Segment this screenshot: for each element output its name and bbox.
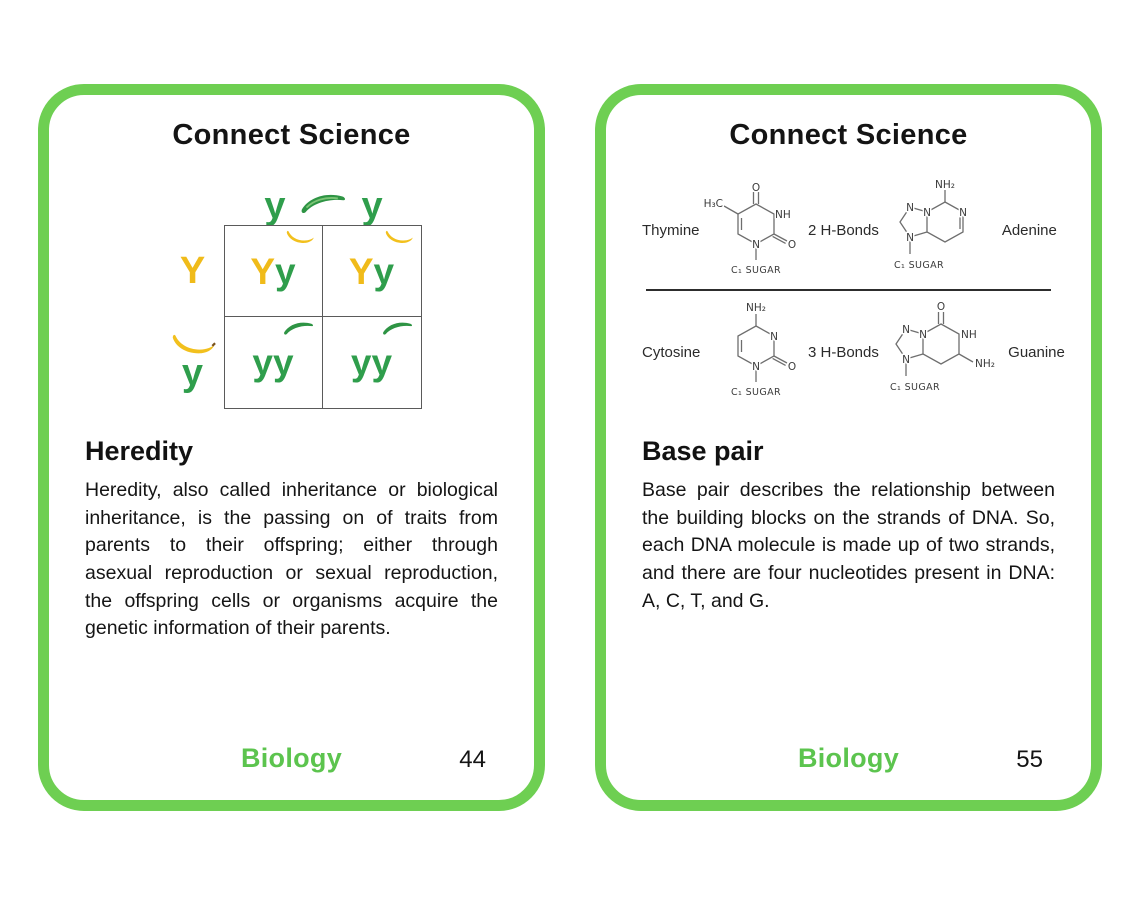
subject-label: Biology: [797, 743, 900, 773]
card-number: 55: [1016, 746, 1043, 773]
svg-text:N: N: [752, 361, 760, 373]
card-title: Connect Science: [172, 119, 411, 151]
banana-icon: [286, 230, 314, 243]
svg-text:O: O: [788, 239, 796, 251]
pea-pod-icon: [382, 322, 412, 335]
svg-text:O: O: [788, 361, 796, 373]
top-allele: y: [361, 185, 383, 227]
svg-text:N: N: [770, 331, 778, 343]
allele-letter: y: [252, 342, 273, 383]
svg-text:N: N: [902, 324, 910, 336]
base-name: Thymine: [642, 221, 700, 239]
left-allele-cell: y: [162, 316, 224, 407]
base-name: Guanine: [1008, 343, 1065, 361]
punnett-grid: y y Y: [162, 173, 422, 409]
allele-letter: y: [371, 342, 393, 383]
flashcard-base-pair: Connect Science Thymine O H₃C NH O N C₁ …: [595, 84, 1102, 811]
top-allele: y: [264, 185, 286, 227]
svg-text:N: N: [902, 354, 910, 366]
allele-letter: Y: [348, 250, 374, 292]
punnett-left-parent: Y y: [162, 225, 224, 409]
svg-text:C₁ SUGAR: C₁ SUGAR: [731, 387, 781, 398]
adenine-structure: NH₂ N N N N C₁ SUGAR: [894, 178, 968, 271]
allele-letter: y: [273, 342, 294, 383]
hydrogen-bond-label: 3 H-Bonds: [808, 343, 879, 361]
card-footer: Biology 55: [606, 743, 1091, 774]
section-heading: Base pair: [642, 436, 764, 466]
pea-pod-icon: [301, 194, 345, 213]
allele-letter: y: [373, 250, 395, 292]
hydrogen-bond-label: 2 H-Bonds: [808, 221, 879, 239]
svg-text:C₁ SUGAR: C₁ SUGAR: [890, 382, 940, 393]
svg-text:NH: NH: [775, 209, 791, 221]
pair-row-cytosine-guanine: Cytosine NH₂ N O N C₁ SUGAR 3 H-Bonds: [642, 296, 1065, 408]
section-heading: Heredity: [85, 436, 194, 466]
definition-text: Base pair describes the relationship bet…: [642, 479, 1055, 612]
allele-letter: y: [275, 250, 296, 292]
cytosine-structure: NH₂ N O N C₁ SUGAR: [731, 301, 798, 399]
thymine-structure: O H₃C NH O N C₁ SUGAR: [704, 181, 798, 277]
svg-text:N: N: [752, 239, 760, 251]
svg-text:NH₂: NH₂: [935, 179, 955, 191]
punnett-top-parent: y y: [226, 173, 422, 225]
svg-text:O: O: [937, 301, 945, 313]
svg-text:C₁ SUGAR: C₁ SUGAR: [894, 260, 944, 271]
svg-text:N: N: [906, 232, 914, 244]
svg-text:O: O: [752, 182, 760, 194]
svg-text:C₁ SUGAR: C₁ SUGAR: [731, 265, 781, 276]
base-pair-diagram: Thymine O H₃C NH O N C₁ SUGAR 2 H-Bonds: [642, 164, 1065, 418]
allele-letter: y: [350, 342, 372, 383]
subject-label: Biology: [240, 743, 343, 773]
card-title: Connect Science: [729, 119, 968, 151]
left-allele-cell: Y: [162, 225, 224, 316]
svg-text:N: N: [906, 202, 914, 214]
pair-row-thymine-adenine: Thymine O H₃C NH O N C₁ SUGAR 2 H-Bonds: [642, 174, 1057, 286]
left-allele: Y: [179, 249, 206, 292]
svg-text:N: N: [919, 329, 927, 341]
punnett-square: y y Y: [85, 164, 498, 418]
svg-text:N: N: [959, 207, 967, 219]
svg-text:NH₂: NH₂: [746, 302, 766, 314]
punnett-body: Y y: [162, 225, 422, 409]
svg-text:H₃C: H₃C: [704, 198, 723, 210]
definition-text: Heredity, also called inheritance or bio…: [85, 479, 498, 640]
flashcard-heredity: Connect Science y y Y: [38, 84, 545, 811]
allele-letter: Y: [250, 250, 276, 292]
banana-icon: [385, 230, 413, 243]
card-footer: Biology 44: [49, 743, 534, 774]
svg-text:NH: NH: [961, 329, 977, 341]
banana-icon: [172, 334, 216, 353]
card-number: 44: [459, 746, 486, 773]
guanine-structure: O NH NH₂ N N N C₁ SUGAR: [890, 300, 997, 393]
divider-line: [646, 289, 1051, 291]
svg-text:N: N: [923, 207, 931, 219]
pea-pod-icon: [283, 322, 313, 335]
base-name: Cytosine: [642, 343, 701, 361]
base-name: Adenine: [1001, 221, 1057, 239]
left-allele: y: [181, 351, 204, 394]
svg-text:NH₂: NH₂: [975, 358, 995, 370]
